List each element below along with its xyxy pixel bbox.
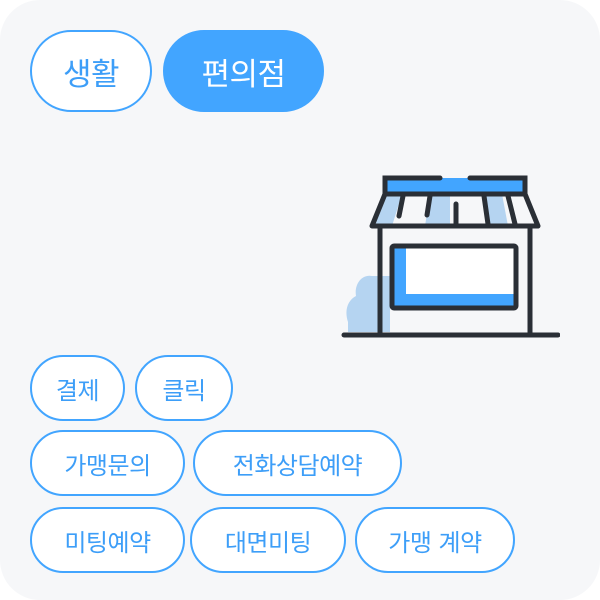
convenience-store-icon (330, 160, 561, 350)
tag-franchise-inquiry[interactable]: 가맹문의 (30, 430, 185, 496)
tag-meeting-booking[interactable]: 미팅예약 (30, 507, 185, 573)
tag-payment[interactable]: 결제 (30, 355, 125, 421)
category-chip-life[interactable]: 생활 (30, 30, 152, 112)
category-chip-convenience-store[interactable]: 편의점 (163, 30, 324, 112)
tag-click[interactable]: 클릭 (135, 355, 233, 421)
tag-in-person-meeting[interactable]: 대면미팅 (190, 507, 346, 573)
tag-phone-consultation-booking[interactable]: 전화상담예약 (193, 430, 402, 496)
tag-franchise-contract[interactable]: 가맹 계약 (355, 507, 515, 573)
